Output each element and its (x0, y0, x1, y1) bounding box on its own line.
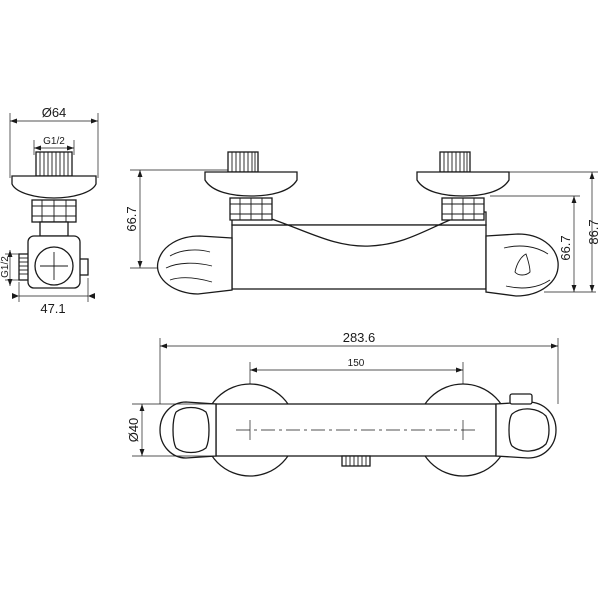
front-right-flange (416, 171, 510, 197)
dim-label-top-inlet-spacing: 150 (348, 358, 365, 369)
top-left-handle (159, 401, 217, 459)
dim-label-side-thread-left: G1/2 (0, 256, 11, 278)
side-thread-lines (39, 152, 69, 176)
side-neck (39, 221, 69, 237)
side-wall-flange (11, 175, 97, 199)
top-left-handle-recess (172, 406, 210, 454)
front-left-handle (156, 235, 233, 295)
front-view: 66.7 (124, 151, 600, 297)
top-outlet (341, 455, 371, 467)
dim-label-side-diameter: Ø64 (42, 105, 67, 120)
front-right-thread-lines (443, 152, 468, 172)
front-right-handle-indicator (514, 253, 531, 276)
front-right-handle-grip (505, 279, 551, 289)
front-left-flange (204, 171, 298, 197)
front-left-handle-grip (165, 262, 213, 269)
side-threaded-stub (35, 151, 73, 177)
top-right-handle-button (509, 393, 533, 405)
front-left-thread-lines (231, 152, 256, 172)
dim-label-side-depth: 47.1 (40, 301, 65, 316)
front-right-handle-grip (503, 245, 549, 255)
dim-label-top-overall-length: 283.6 (343, 330, 376, 345)
top-right-handle-recess (508, 408, 550, 452)
side-view: Ø64 G1/2 (0, 105, 99, 316)
dim-label-side-thread-top: G1/2 (43, 136, 65, 147)
front-left-handle-grip (169, 277, 213, 283)
dim-label-front-height-left: 66.7 (124, 206, 139, 231)
dim-label-front-height-right-total: 86.7 (586, 219, 600, 244)
dim-label-front-height-right-inner: 66.7 (558, 235, 573, 260)
front-left-handle-grip (169, 249, 211, 257)
top-right-handle (495, 401, 557, 459)
front-right-handle (485, 233, 559, 297)
front-left-thread (227, 151, 259, 173)
front-right-thread (439, 151, 471, 173)
dim-label-top-diameter: Ø40 (126, 418, 141, 443)
top-view: 283.6 150 Ø40 (126, 330, 559, 477)
